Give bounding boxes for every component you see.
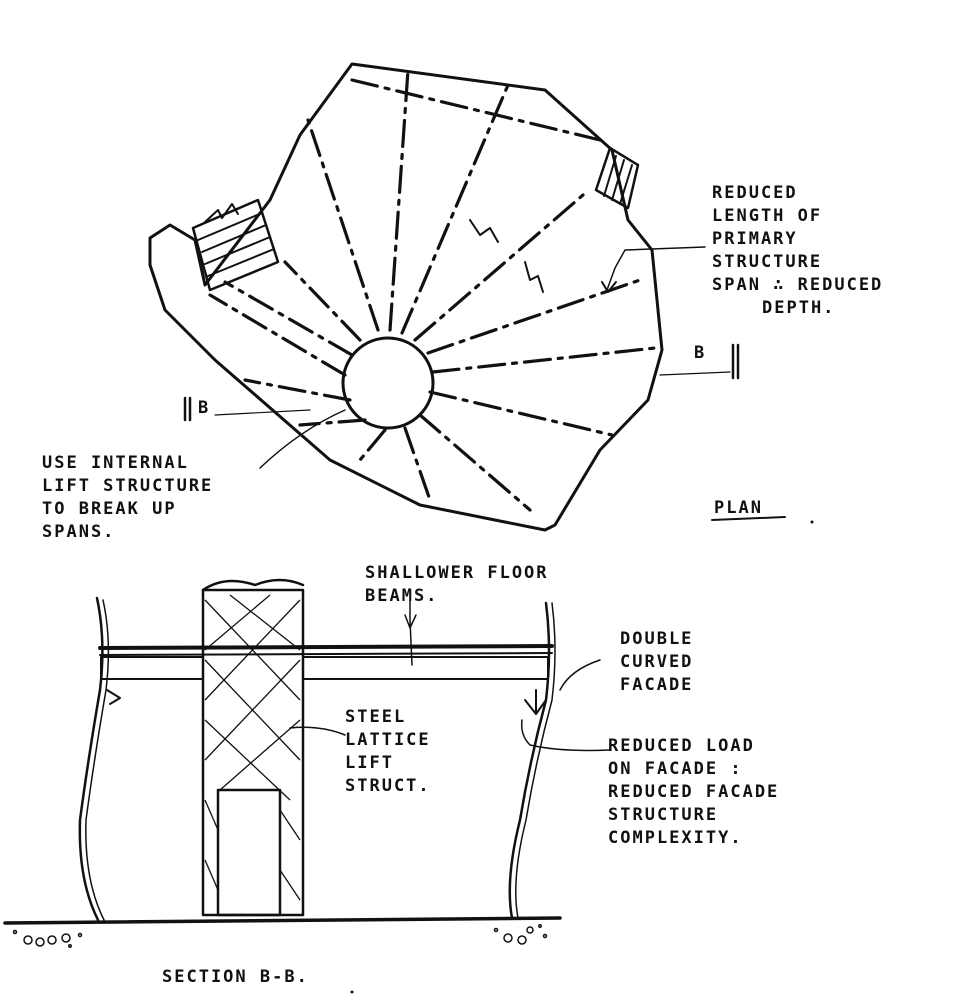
annotation-internal-lift: USE INTERNAL LIFT STRUCTURE TO BREAK UP … xyxy=(42,452,213,544)
annotation-line: TO BREAK UP xyxy=(42,499,177,519)
annotation-line: ON FACADE : xyxy=(608,759,743,779)
annotation-line: COMPLEXITY. xyxy=(608,828,743,848)
annotation-line: REDUCED FACADE xyxy=(608,782,780,802)
ground-line xyxy=(3,916,562,925)
annotation-line: STRUCTURE xyxy=(608,805,719,825)
lift-core-circle xyxy=(341,336,435,430)
left-shaft-stub xyxy=(191,198,280,292)
annotation-line: LIFT xyxy=(345,753,394,773)
plan-outline xyxy=(148,62,664,532)
annotation-line: USE INTERNAL xyxy=(42,453,189,473)
section-title: SECTION B-B. xyxy=(162,967,309,987)
annotation-line: DEPTH. xyxy=(762,298,836,318)
right-facade xyxy=(508,601,551,920)
annotation-shallower-beams: SHALLOWER FLOOR BEAMS. xyxy=(365,562,549,608)
annotation-double-curved: DOUBLE CURVED FACADE xyxy=(620,628,693,697)
annotation-line: BEAMS. xyxy=(365,586,439,606)
floor-beam-right xyxy=(302,656,549,680)
annotation-line: DOUBLE xyxy=(620,629,694,649)
lift-lattice xyxy=(201,578,305,917)
annotation-reduced-span: REDUCED LENGTH OF PRIMARY STRUCTURE SPAN… xyxy=(712,182,883,320)
annotation-line: SPAN ∴ REDUCED xyxy=(712,275,884,295)
plan-drawing xyxy=(148,62,814,532)
plan-title: PLAN xyxy=(714,498,763,518)
annotation-line: LATTICE xyxy=(345,730,431,750)
annotation-line: LENGTH OF xyxy=(712,206,823,226)
annotation-line: REDUCED LOAD xyxy=(608,736,755,756)
annotation-reduced-load: REDUCED LOAD ON FACADE : REDUCED FACADE … xyxy=(608,735,779,850)
annotation-line: LIFT STRUCTURE xyxy=(42,476,214,496)
annotation-line: SPANS. xyxy=(42,522,116,542)
annotation-line: STRUCT. xyxy=(345,776,431,796)
radial-beams xyxy=(208,68,657,512)
annotation-line: CURVED xyxy=(620,652,694,672)
annotation-line: SHALLOWER FLOOR xyxy=(365,563,549,583)
ground-gravel-right xyxy=(493,924,548,945)
section-drawing xyxy=(3,578,611,994)
annotation-line: STRUCTURE xyxy=(712,252,823,272)
section-marker-left: B xyxy=(198,398,211,418)
annotation-steel-lattice: STEEL LATTICE LIFT STRUCT. xyxy=(345,706,431,798)
floor-beam-left xyxy=(100,656,204,680)
ground-gravel-left xyxy=(12,929,83,948)
annotation-line: REDUCED xyxy=(712,183,798,203)
section-marker-right: B xyxy=(694,343,707,363)
right-shaft-stub xyxy=(594,146,640,210)
annotation-line: STEEL xyxy=(345,707,407,727)
annotation-line: PRIMARY xyxy=(712,229,798,249)
annotation-line: FACADE xyxy=(620,675,694,695)
